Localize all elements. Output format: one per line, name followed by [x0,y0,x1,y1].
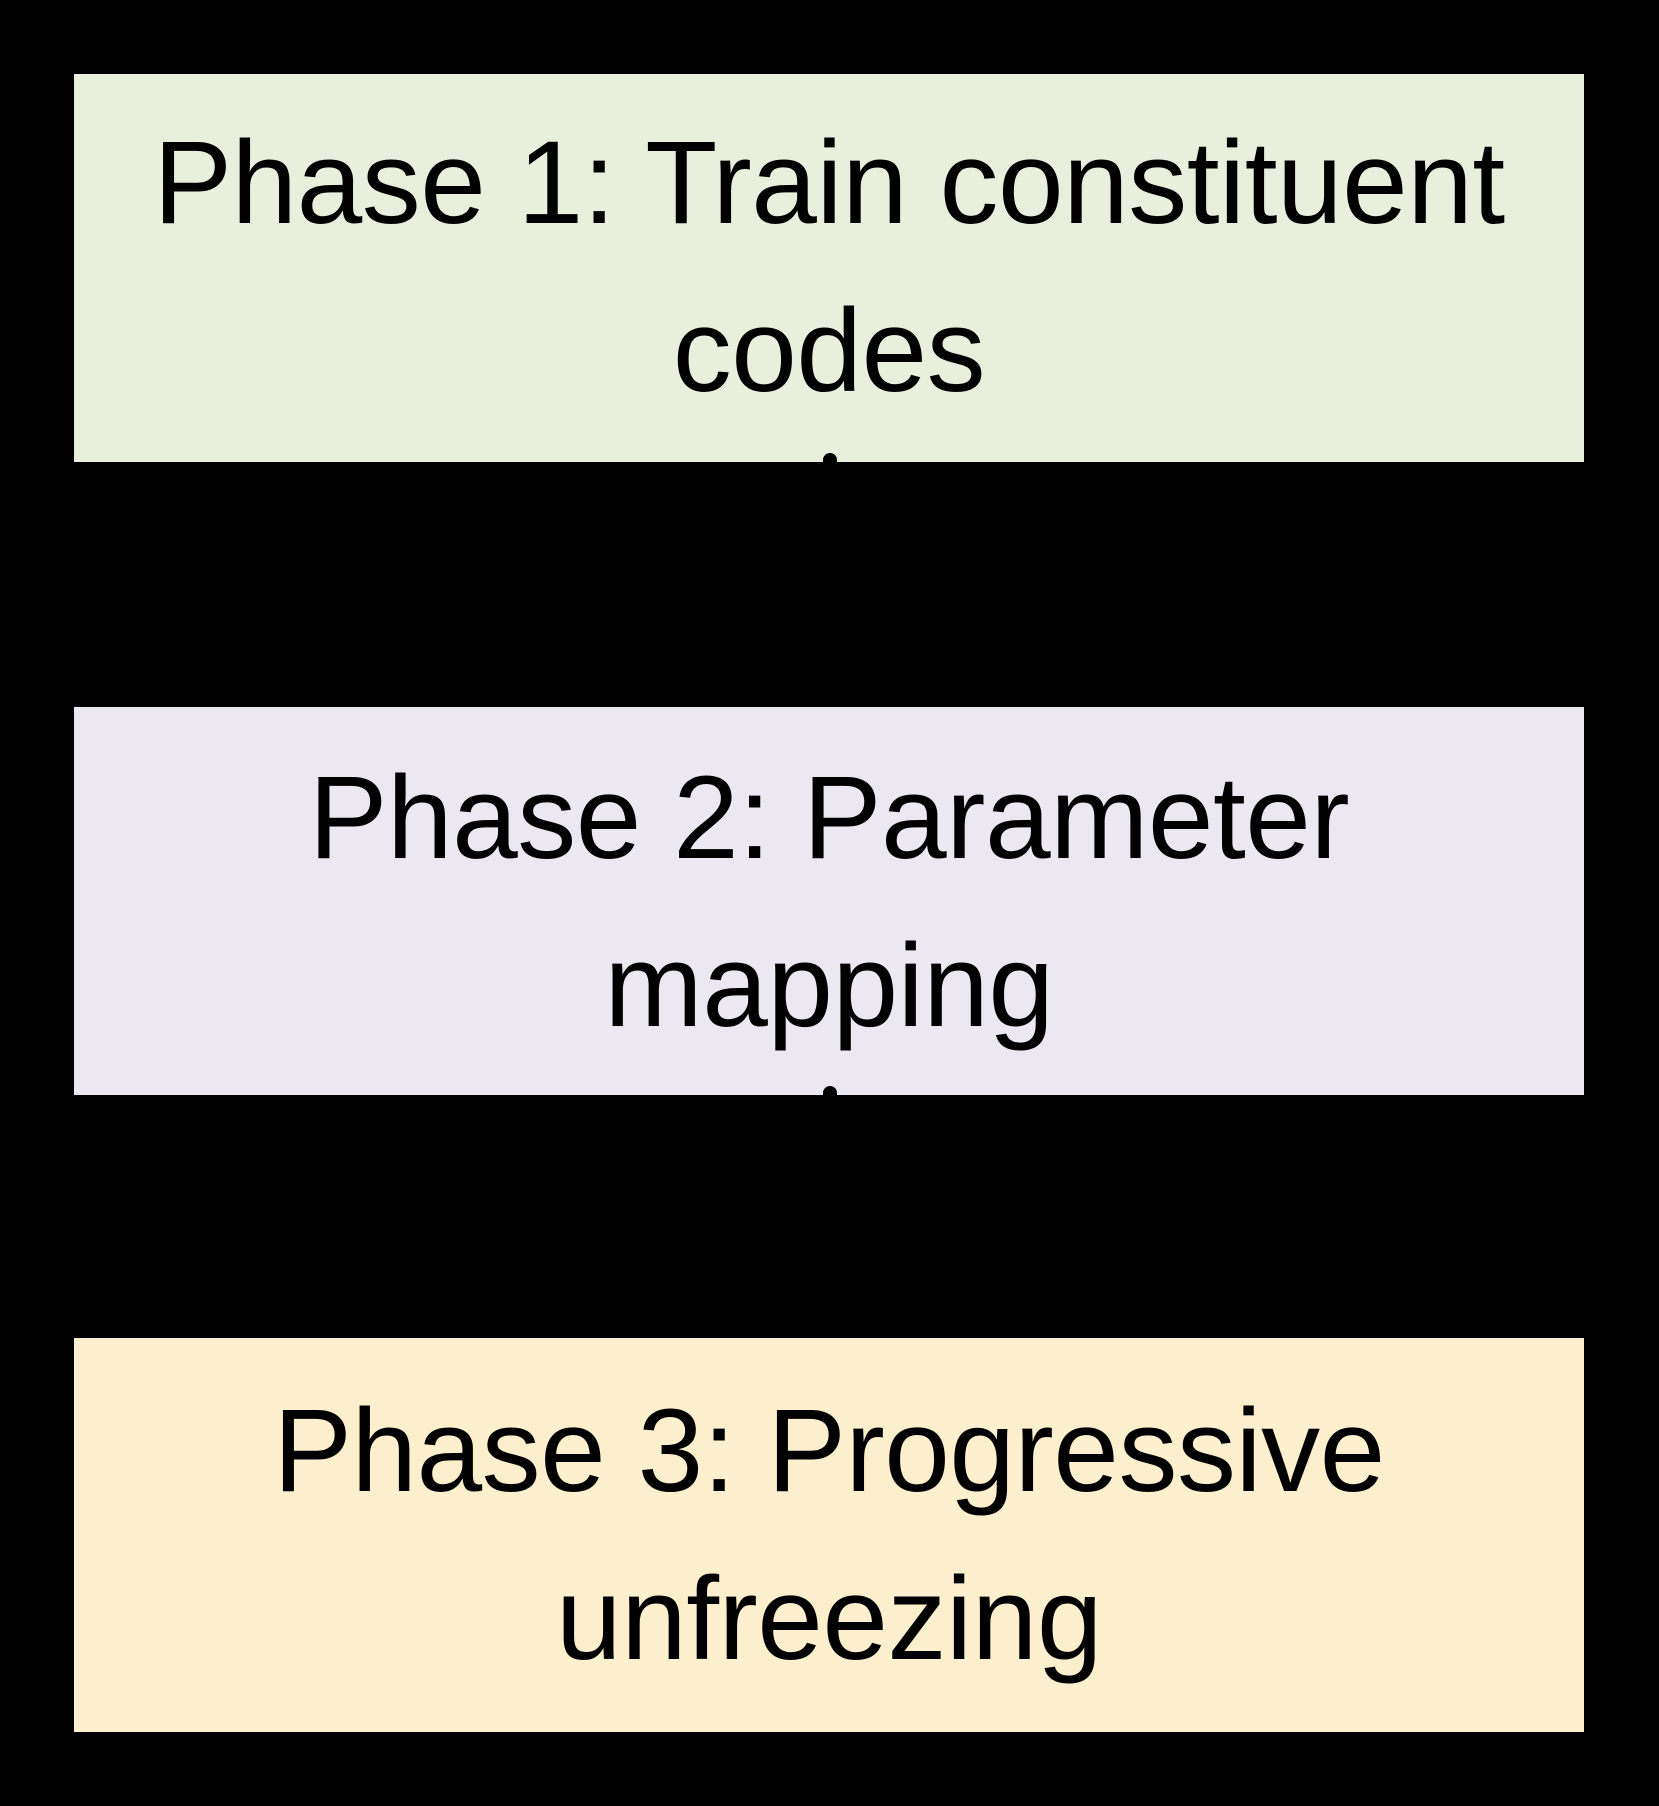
flowchart-node-phase-1[interactable]: Phase 1: Train constituent codes [74,74,1584,462]
flowchart-node-phase-2-label: Phase 2: Parameter mapping [308,752,1350,1052]
connector-phase-2-to-3-icon [822,1086,837,1095]
flowchart-node-phase-3[interactable]: Phase 3: Progressive unfreezing [74,1338,1584,1732]
flowchart-node-phase-3-label: Phase 3: Progressive unfreezing [273,1385,1385,1685]
connector-phase-1-to-2-icon [822,453,837,462]
flowchart-node-phase-2[interactable]: Phase 2: Parameter mapping [74,707,1584,1095]
flowchart-node-phase-1-label: Phase 1: Train constituent codes [153,117,1505,417]
